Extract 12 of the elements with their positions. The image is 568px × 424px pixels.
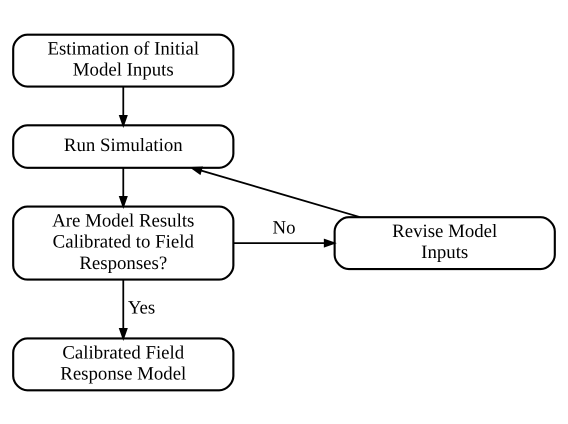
arrow bbox=[118, 279, 128, 341]
edge-label: No bbox=[272, 216, 296, 238]
node-box: Run Simulation bbox=[12, 124, 234, 168]
arrow bbox=[189, 166, 360, 218]
node-box: Estimation of Initial Model Inputs bbox=[12, 33, 234, 88]
arrow bbox=[233, 238, 337, 248]
node-box: Revise Model Inputs bbox=[334, 216, 556, 270]
node-box: Calibrated Field Response Model bbox=[12, 336, 234, 391]
arrow bbox=[118, 86, 128, 128]
arrow bbox=[118, 168, 128, 208]
edge-label: Yes bbox=[128, 297, 156, 318]
node-box: Are Model Results Calibrated to Field Responses? bbox=[12, 205, 234, 280]
